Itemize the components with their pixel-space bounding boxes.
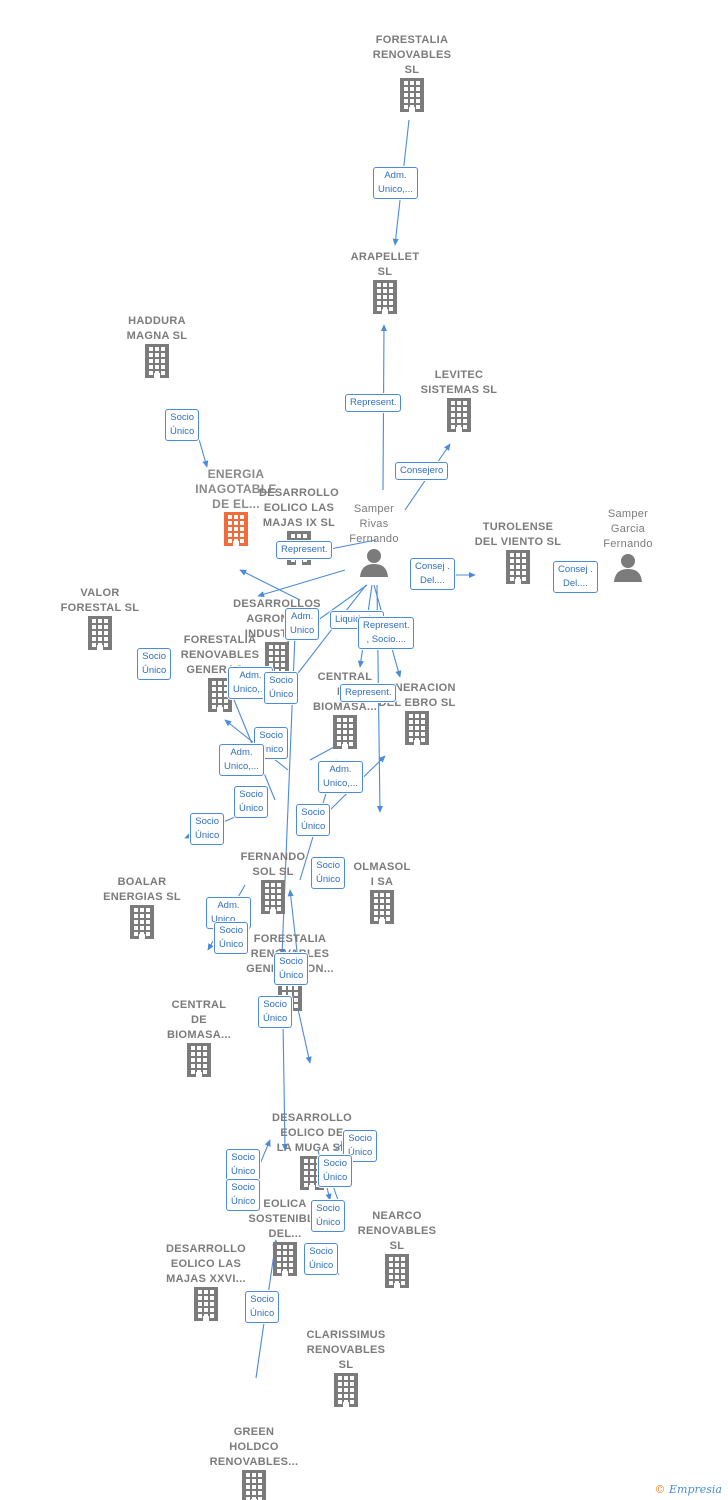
- building-icon: [142, 344, 172, 383]
- node-energia-inagotable[interactable]: ENERGIA INAGOTABLE DE EL...: [176, 467, 296, 551]
- building-icon: [331, 1373, 361, 1412]
- relation-label[interactable]: Socio Único: [264, 672, 299, 704]
- relation-label[interactable]: Consej . Del....: [553, 561, 598, 593]
- building-icon: [382, 1254, 412, 1293]
- relation-label[interactable]: Socio Único: [311, 857, 346, 889]
- node-fernando-sol[interactable]: FERNANDO SOL SL: [213, 850, 333, 919]
- relation-label[interactable]: Socio Único: [304, 1243, 339, 1275]
- node-central-biomasa-1[interactable]: CENTRAL DE BIOMASA...: [285, 670, 405, 754]
- node-central-biomasa-2[interactable]: CENTRAL DE BIOMASA...: [139, 998, 259, 1082]
- node-desarrollo-eolico-majas-ix[interactable]: DESARROLLO EOLICO LAS MAJAS IX SL: [239, 486, 359, 570]
- building-icon: [330, 715, 360, 754]
- node-valor-forestal[interactable]: VALOR FORESTAL SL: [40, 586, 160, 655]
- relation-label[interactable]: Socio Único: [190, 813, 225, 845]
- relation-label[interactable]: Socio Único: [137, 648, 172, 680]
- relation-label[interactable]: Socio Único: [318, 1155, 353, 1187]
- building-icon: [184, 1043, 214, 1082]
- building-icon: [402, 711, 432, 750]
- relationship-edge: [257, 569, 346, 598]
- node-samper-garcia-fernando[interactable]: Samper Garcia Fernando: [568, 507, 688, 587]
- relation-label[interactable]: Socio Único: [214, 922, 249, 954]
- building-icon: [397, 78, 427, 117]
- node-samper-rivas-fernando[interactable]: Samper Rivas Fernando: [314, 502, 434, 582]
- relationship-edge: [287, 889, 299, 961]
- building-icon: [221, 512, 251, 551]
- relation-label[interactable]: Socio Único: [165, 409, 200, 441]
- building-icon: [191, 1287, 221, 1326]
- node-olmasol[interactable]: OLMASOL I SA: [322, 860, 442, 929]
- relation-label[interactable]: Adm. Unico,...: [318, 761, 363, 793]
- relationship-edge: [284, 584, 367, 691]
- building-icon: [270, 1242, 300, 1281]
- relation-label[interactable]: Socio Único: [343, 1130, 378, 1162]
- node-nearco-renovables[interactable]: NEARCO RENOVABLES SL: [337, 1209, 457, 1293]
- building-icon: [367, 890, 397, 929]
- node-green-holdco[interactable]: GREEN HOLDCO RENOVABLES...: [194, 1425, 314, 1500]
- relation-label[interactable]: Represent.: [276, 541, 333, 559]
- relation-label[interactable]: Adm. Unico: [285, 608, 320, 640]
- relation-label[interactable]: Adm. Unico,...: [219, 744, 264, 776]
- relation-label[interactable]: Represent.: [345, 394, 402, 412]
- relation-label[interactable]: Socio Único: [258, 996, 293, 1028]
- person-icon: [359, 547, 389, 582]
- relation-label[interactable]: Consej . Del....: [410, 558, 455, 590]
- node-clarissimus-renovables[interactable]: CLARISSIMUS RENOVABLES SL: [286, 1328, 406, 1412]
- relation-label[interactable]: Socio Único: [234, 786, 269, 818]
- brand-logo: © Empresia: [654, 1483, 723, 1496]
- relation-label[interactable]: Consejero: [395, 462, 449, 480]
- relation-label[interactable]: Socio Único: [311, 1200, 346, 1232]
- node-turolense-del-viento[interactable]: TUROLENSE DEL VIENTO SL: [458, 520, 578, 589]
- relation-label[interactable]: Socio Único: [245, 1291, 280, 1323]
- node-haddura-magna[interactable]: HADDURA MAGNA SL: [97, 314, 217, 383]
- relation-label[interactable]: Socio Único: [226, 1149, 261, 1181]
- relationship-edge: [239, 569, 301, 601]
- relation-label[interactable]: Socio Único: [274, 953, 309, 985]
- building-icon: [503, 550, 533, 589]
- person-icon: [613, 552, 643, 587]
- building-icon: [239, 1470, 269, 1500]
- building-icon: [370, 280, 400, 319]
- node-eolica-sostenible[interactable]: EOLICA SOSTENIBLE DEL...: [225, 1197, 345, 1281]
- relation-label[interactable]: Socio Único: [296, 804, 331, 836]
- building-icon: [444, 398, 474, 437]
- node-forestalia-renovables-top[interactable]: FORESTALIA RENOVABLES SL: [352, 33, 472, 117]
- relation-label[interactable]: Socio Único: [226, 1179, 261, 1211]
- building-icon: [85, 616, 115, 655]
- node-desarrollo-eolico-majas-xxvi[interactable]: DESARROLLO EOLICO LAS MAJAS XXVI...: [146, 1242, 266, 1326]
- node-arapellet[interactable]: ARAPELLET SL: [325, 250, 445, 319]
- building-icon: [258, 880, 288, 919]
- node-boalar-energias[interactable]: BOALAR ENERGIAS SL: [82, 875, 202, 944]
- relation-label[interactable]: Adm. Unico,...: [373, 167, 418, 199]
- node-levitec-sistemas[interactable]: LEVITEC SISTEMAS SL: [399, 368, 519, 437]
- relation-label[interactable]: Represent.: [340, 684, 397, 702]
- building-icon: [127, 905, 157, 944]
- relation-label[interactable]: Represent. , Socio....: [358, 617, 415, 649]
- relationship-edge: [281, 1019, 288, 1151]
